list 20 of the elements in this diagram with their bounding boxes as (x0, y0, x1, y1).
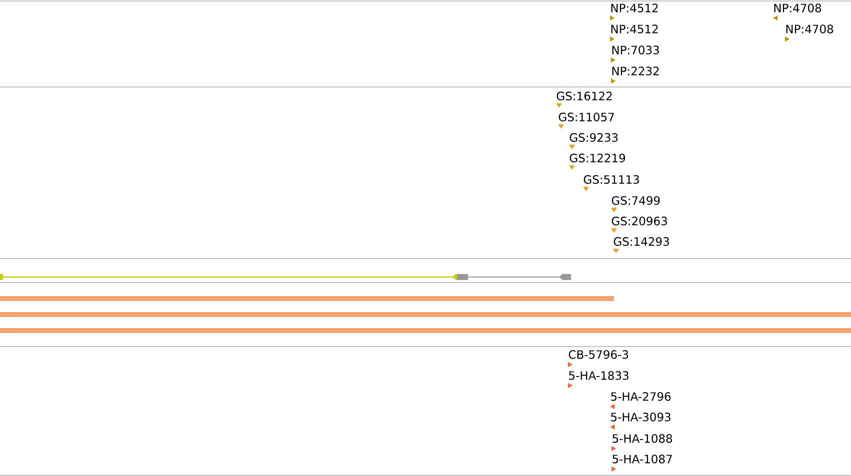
feature-label: NP:4512 (611, 24, 658, 34)
feature-label: 5-HA-1833 (569, 371, 628, 380)
feature-label: NP:7033 (612, 46, 659, 54)
feature-label: NP:4708 (774, 4, 822, 12)
feature-label: GS:20963 (612, 216, 667, 226)
feature-label: 5-HA-3093 (611, 412, 670, 422)
feature-label: GS:16122 (556, 92, 612, 100)
feature-label: GS:12219 (570, 154, 626, 162)
feature-label: GS:51113 (584, 175, 639, 184)
feature-label: NP:4512 (611, 4, 658, 12)
feature-label: NP:2232 (612, 66, 659, 76)
feature-label: GS:14293 (614, 237, 669, 246)
feature-label: GS:11057 (558, 112, 614, 122)
feature-label: NP:4708 (786, 24, 834, 34)
feature-label: GS:7499 (612, 196, 660, 205)
feature-label: GS:9233 (570, 133, 618, 142)
feature-label: 5-HA-1087 (612, 454, 672, 464)
feature-label: CB-5796-3 (568, 350, 628, 359)
feature-label: 5-HA-1088 (612, 434, 672, 443)
feature-label: 5-HA-2796 (611, 392, 671, 401)
